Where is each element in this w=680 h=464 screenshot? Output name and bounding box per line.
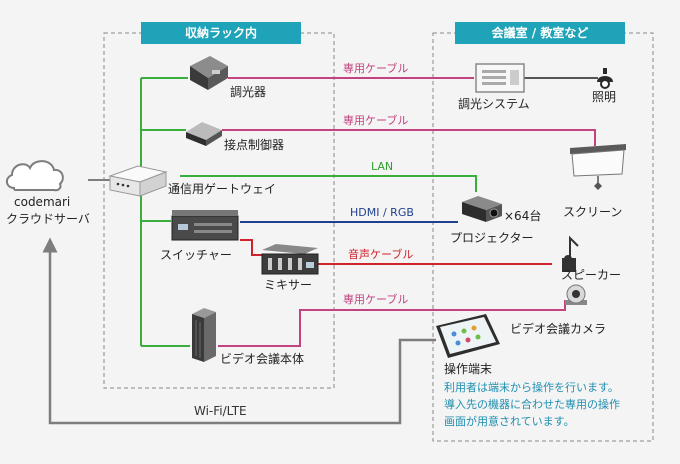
camera-icon: [565, 284, 587, 305]
hdmi-rgb-label: HDMI / RGB: [350, 206, 414, 219]
video-conference-unit-icon: [192, 308, 216, 362]
gateway-icon: [108, 165, 168, 197]
dedicated-line-2: [222, 129, 596, 146]
terminal-note-line-3: 画面が用意されています。: [444, 415, 575, 428]
rack-header: 収納ラック内: [141, 22, 301, 44]
audio-cable-label: 音声ケーブル: [348, 248, 414, 261]
dedicated-cable-label-3: 専用ケーブル: [343, 293, 409, 306]
dedicated-cable-label-1: 専用ケーブル: [343, 62, 409, 75]
dimmer-label: 調光器: [230, 85, 267, 99]
switcher-icon: [171, 210, 239, 241]
cloud-icon: [6, 160, 64, 192]
speaker-icon: [562, 235, 579, 272]
projector-icon: [462, 196, 502, 222]
lighting-icon: [597, 68, 613, 89]
terminal-label: 操作端末: [444, 362, 493, 376]
video-conference-unit-label: ビデオ会議本体: [220, 352, 305, 366]
lighting-label: 照明: [592, 90, 617, 104]
contact-controller-label: 接点制御器: [224, 138, 285, 152]
terminal-note-line-1: 利用者は端末から操作を行います。: [444, 381, 619, 394]
dimming-system-icon: [475, 63, 525, 93]
lan-line: [180, 175, 477, 192]
dedicated-cable-label-2: 専用ケーブル: [343, 114, 409, 127]
wifi-path: [42, 237, 436, 425]
room-header: 会議室 / 教室など: [455, 22, 625, 44]
video-conference-camera-label: ビデオ会議カメラ: [510, 322, 607, 336]
screen-icon: [570, 144, 626, 190]
dimmer-icon: [190, 56, 228, 90]
cloud-name: codemari: [14, 195, 71, 209]
lan-label: LAN: [371, 160, 394, 173]
mixer-icon: [261, 244, 319, 275]
dedicated-line-3: [218, 300, 566, 347]
speaker-label: スピーカー: [561, 268, 622, 282]
terminal-note-line-2: 導入先の機器に合わせた専用の操作: [444, 398, 620, 411]
dedicated-cables: [218, 77, 596, 347]
dimming-system-label: 調光システム: [458, 97, 530, 111]
projector-count-label: ×64台: [504, 209, 542, 223]
audio-cable: [240, 239, 552, 265]
contact-controller-icon: [186, 122, 222, 146]
cloud-sub: クラウドサーバ: [6, 212, 90, 226]
control-bus: [140, 77, 477, 347]
projector-label: プロジェクター: [450, 231, 534, 245]
room-zone: [432, 32, 654, 442]
screen-label: スクリーン: [563, 205, 623, 219]
gateway-label: 通信用ゲートウェイ: [168, 182, 277, 196]
mixer-label: ミキサー: [264, 278, 313, 292]
wifi-lte-label: Wi-Fi/LTE: [194, 404, 247, 418]
tablet-icon: [436, 314, 500, 358]
switcher-label: スイッチャー: [160, 248, 232, 262]
